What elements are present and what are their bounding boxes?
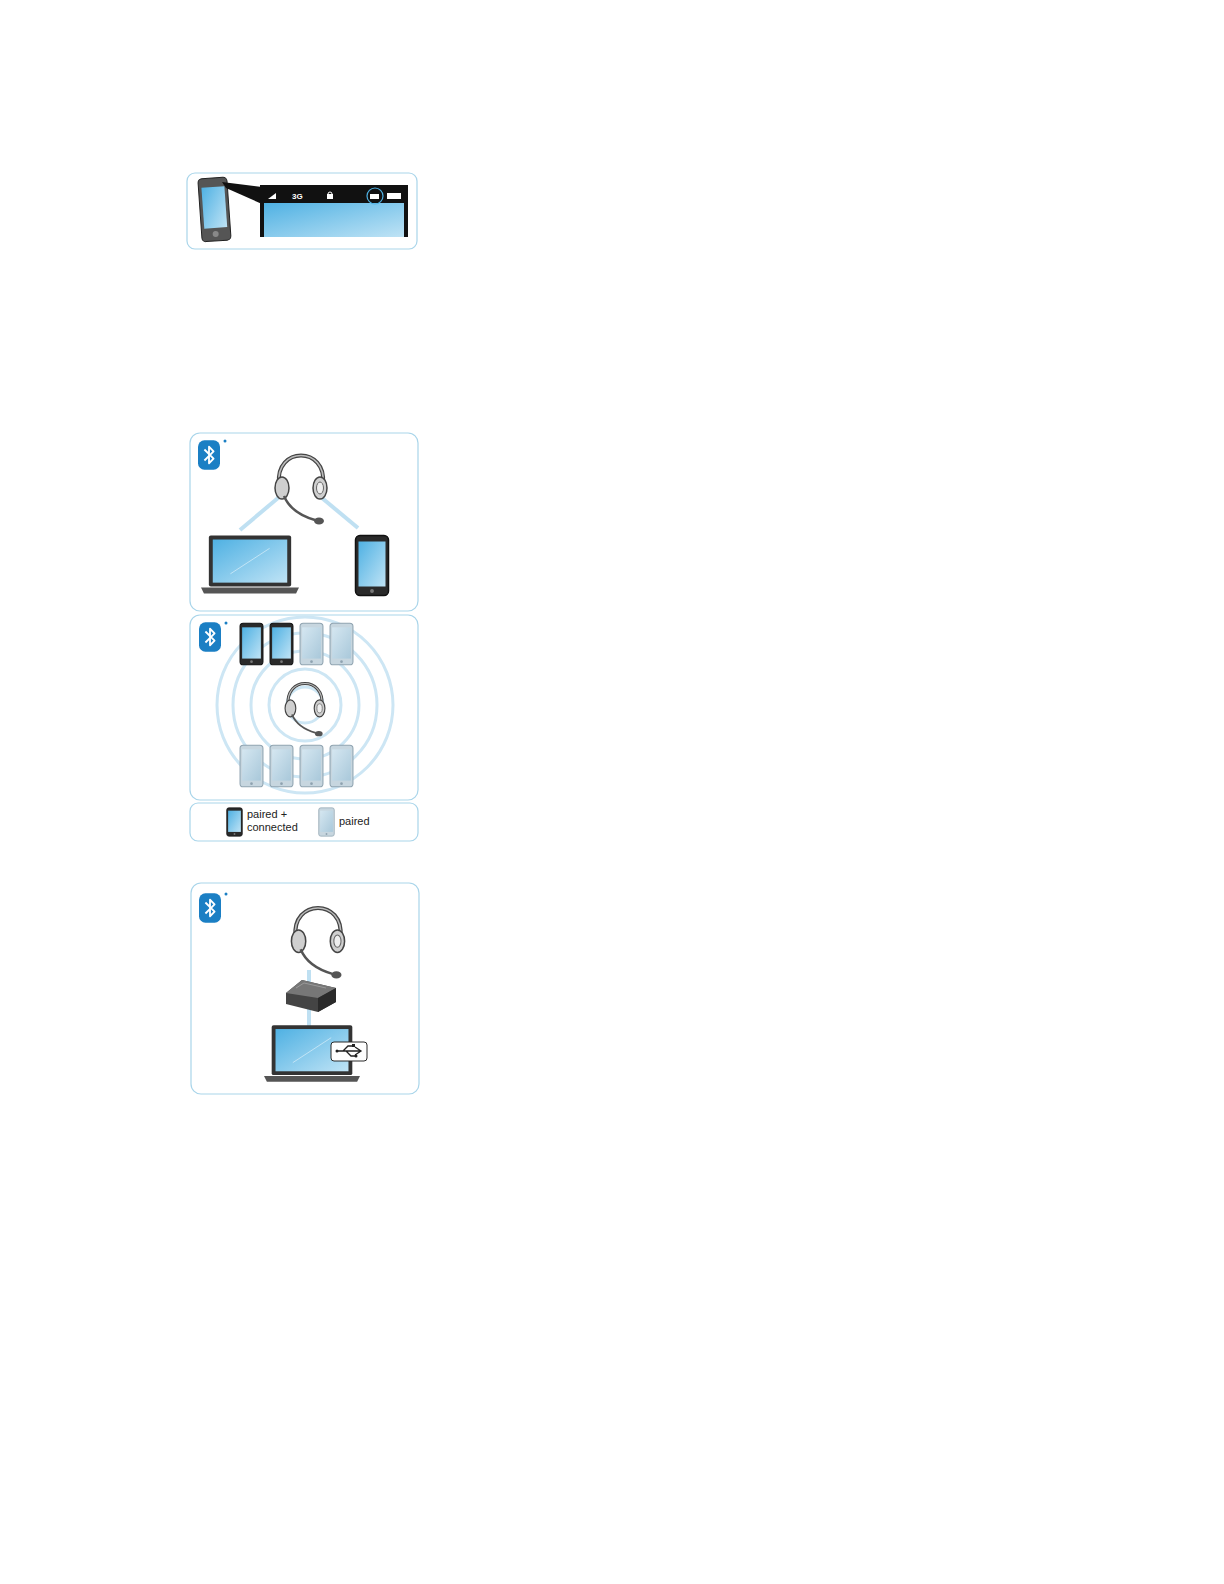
legend-text: paired + connected bbox=[247, 808, 305, 834]
status-label: 3G bbox=[292, 192, 303, 201]
legend-text: paired bbox=[339, 815, 370, 828]
